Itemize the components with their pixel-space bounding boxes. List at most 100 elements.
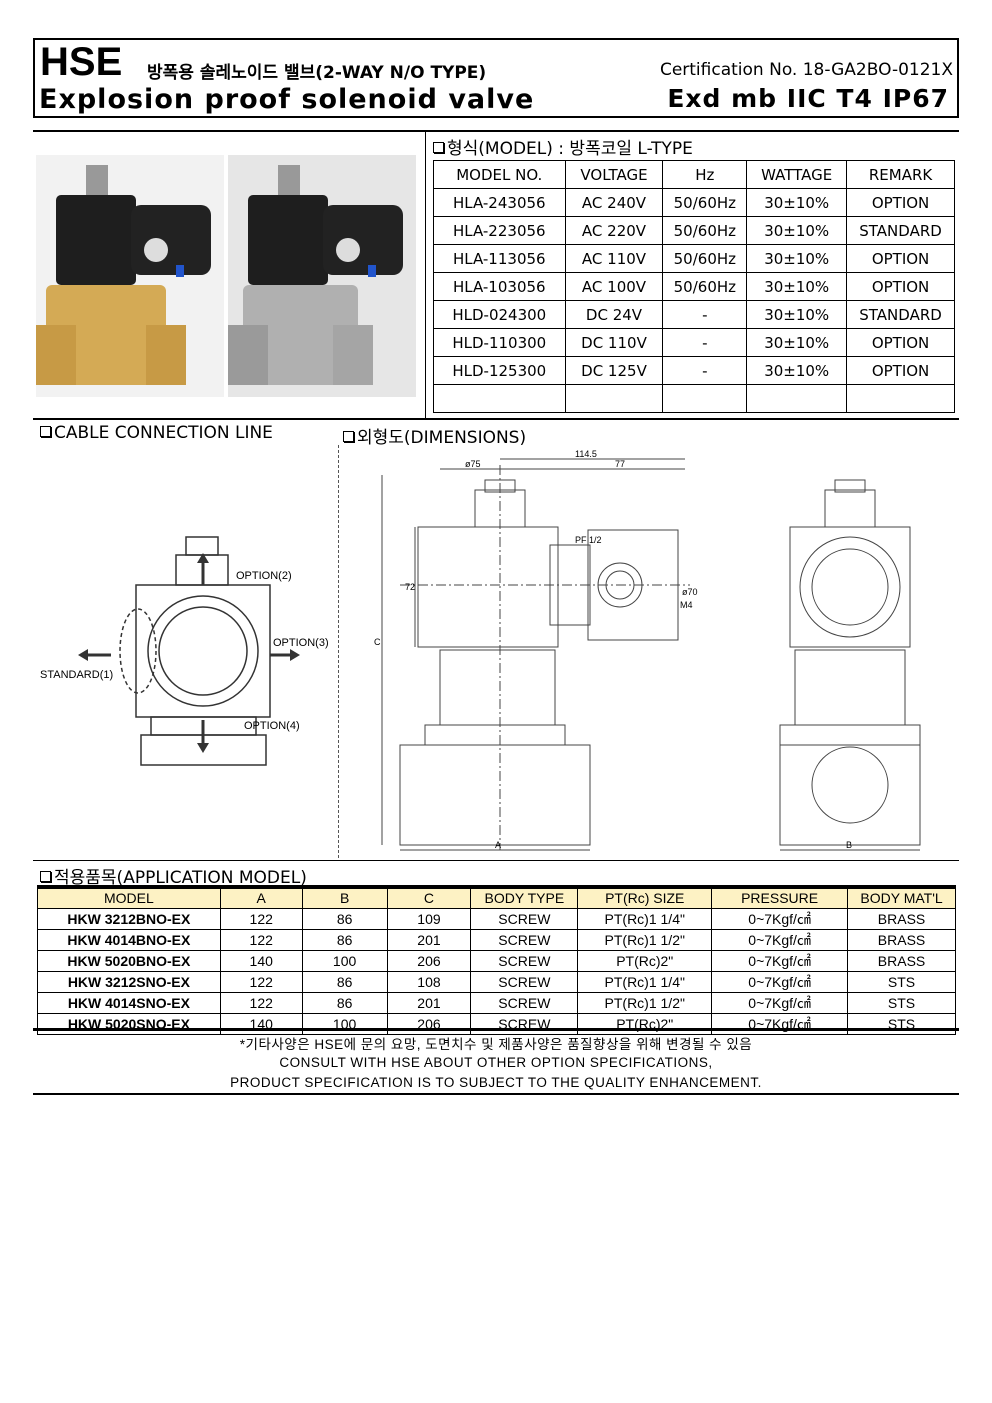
table-cell: DC 110V	[564, 328, 664, 357]
cable-connection-drawing: OPTION(2) OPTION(3) OPTION(4) STANDARD(1…	[40, 536, 329, 766]
dimensions-drawing: 114.5 ø75 77 72 C PF 1/2 ø70 M4 A B	[374, 449, 921, 851]
dim-c: C	[374, 637, 381, 647]
dim-75: ø75	[465, 459, 481, 469]
divider	[338, 445, 339, 858]
table-cell: SCREW	[470, 949, 579, 972]
column-header: REMARK	[846, 160, 955, 189]
table-cell: SCREW	[470, 991, 579, 1014]
table-cell: PT(Rc)1 1/2"	[577, 991, 713, 1014]
stainless-valve-photo	[228, 155, 416, 397]
table-row	[433, 384, 955, 413]
dim-72: 72	[405, 582, 415, 592]
note-specification: PRODUCT SPECIFICATION IS TO SUBJECT TO T…	[230, 1075, 762, 1090]
table-cell: HKW 5020BNO-EX	[37, 949, 221, 972]
table-cell: 0~7Kgf/㎠	[711, 970, 849, 993]
table-cell: OPTION	[846, 328, 955, 357]
table-cell	[746, 384, 848, 413]
table-cell: 0~7Kgf/㎠	[711, 949, 849, 972]
table-cell: 140	[219, 949, 303, 972]
table-cell: 30±10%	[746, 300, 848, 329]
dim-114-5: 114.5	[575, 449, 597, 459]
korean-title: 방폭용 솔레노이드 밸브(2-WAY N/O TYPE)	[147, 63, 487, 83]
note-consult: CONSULT WITH HSE ABOUT OTHER OPTION SPEC…	[279, 1055, 713, 1070]
table-cell: SCREW	[470, 907, 579, 930]
table-cell: 109	[386, 907, 472, 930]
table-cell: 206	[386, 1012, 472, 1035]
table-cell: AC 110V	[564, 244, 664, 273]
table-cell: 30±10%	[746, 216, 848, 245]
table-cell: HKW 4014BNO-EX	[37, 928, 221, 951]
table-cell	[433, 384, 566, 413]
table-cell: 30±10%	[746, 328, 848, 357]
brass-valve-photo	[36, 155, 224, 397]
table-cell: -	[662, 356, 748, 385]
table-cell: -	[662, 300, 748, 329]
table-cell: OPTION	[846, 272, 955, 301]
column-header: PRESSURE	[711, 888, 849, 909]
table-cell: 201	[386, 991, 472, 1014]
table-cell: HLA-243056	[433, 188, 566, 217]
table-cell: STANDARD	[846, 216, 955, 245]
cable-section-title: CABLE CONNECTION LINE	[40, 423, 273, 443]
table-cell: HLA-113056	[433, 244, 566, 273]
table-cell: 122	[219, 928, 303, 951]
table-cell: 86	[301, 970, 388, 993]
dim-b: B	[846, 840, 852, 850]
column-header: MODEL NO.	[433, 160, 566, 189]
table-cell: OPTION	[846, 188, 955, 217]
checkbox-bullet-icon	[40, 871, 51, 882]
table-cell: 206	[386, 949, 472, 972]
protection-rating: Exd mb IIC T4 IP67	[667, 84, 949, 113]
table-cell: BRASS	[847, 928, 956, 951]
column-header: A	[219, 888, 303, 909]
divider	[33, 418, 959, 420]
table-cell: 86	[301, 991, 388, 1014]
column-header: B	[301, 888, 388, 909]
table-cell: HLA-103056	[433, 272, 566, 301]
table-cell: 30±10%	[746, 188, 848, 217]
application-section-title: 적용품목(APPLICATION MODEL)	[40, 863, 307, 888]
table-cell: HKW 5020SNO-EX	[37, 1012, 221, 1035]
table-cell: 140	[219, 1012, 303, 1035]
divider	[33, 1028, 959, 1031]
table-cell: SCREW	[470, 970, 579, 993]
table-cell: OPTION	[846, 356, 955, 385]
table-cell: 122	[219, 970, 303, 993]
table-cell: SCREW	[470, 1012, 579, 1035]
option3-label: OPTION(3)	[273, 637, 329, 649]
table-cell	[564, 384, 664, 413]
table-cell: OPTION	[846, 244, 955, 273]
table-cell: PT(Rc)2"	[577, 1012, 713, 1035]
table-cell: PT(Rc)1 1/2"	[577, 928, 713, 951]
table-cell: -	[662, 328, 748, 357]
table-cell: DC 125V	[564, 356, 664, 385]
table-cell: 122	[219, 907, 303, 930]
table-cell: HLD-125300	[433, 356, 566, 385]
table-cell: PT(Rc)2"	[577, 949, 713, 972]
table-cell: 50/60Hz	[662, 272, 748, 301]
checkbox-bullet-icon	[433, 142, 444, 153]
table-cell: 30±10%	[746, 272, 848, 301]
table-cell: PT(Rc)1 1/4"	[577, 970, 713, 993]
column-header: VOLTAGE	[564, 160, 664, 189]
dim-77: 77	[615, 459, 625, 469]
table-cell: DC 24V	[564, 300, 664, 329]
table-cell: 122	[219, 991, 303, 1014]
table-cell: 0~7Kgf/㎠	[711, 928, 849, 951]
table-cell: BRASS	[847, 949, 956, 972]
table-cell: 100	[301, 949, 388, 972]
note-korean: *기타사양은 HSE에 문의 요망, 도면치수 및 제품사양은 품질향상을 위해…	[239, 1037, 753, 1052]
table-cell: PT(Rc)1 1/4"	[577, 907, 713, 930]
table-cell: HLA-223056	[433, 216, 566, 245]
table-cell: 50/60Hz	[662, 244, 748, 273]
table-cell: 86	[301, 928, 388, 951]
